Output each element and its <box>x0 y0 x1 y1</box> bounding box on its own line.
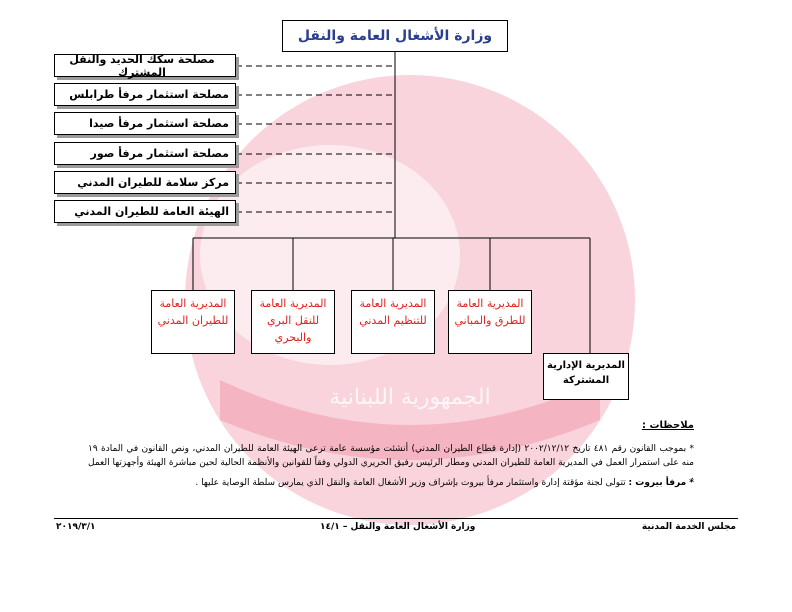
side-unit-label: الهيئة العامة للطيران المدني <box>74 205 229 218</box>
directorate-label: المديرية العامة للطيران المدني <box>157 297 229 327</box>
directorate-land-sea-transport: المديرية العامة للنقل البري والبحري <box>251 290 335 354</box>
side-unit-aviation-safety: مركز سلامة للطيران المدني <box>54 171 236 194</box>
ministry-title: وزارة الأشغال العامة والنقل <box>297 28 493 44</box>
side-unit-label: مصلحة استثمار مرفأ طرابلس <box>69 88 229 101</box>
note-beirut-port: * مرفأ بيروت : تتولى لجنة مؤقتة إدارة وا… <box>88 476 694 490</box>
directorate-label: المديرية الإدارية المشتركة <box>547 360 625 386</box>
directorate-joint-admin: المديرية الإدارية المشتركة <box>543 353 629 400</box>
notes-title: ملاحظات : <box>641 420 694 431</box>
side-unit-railways: مصلحة سكك الحديد والنقل المشترك <box>54 52 236 79</box>
watermark-text: الجمهورية اللبنانية <box>329 385 490 410</box>
note-beirut-port-label: * مرفأ بيروت : <box>628 478 694 488</box>
footer-council: مجلس الخدمة المدنية <box>641 522 736 532</box>
side-unit-saida-port: مصلحة استثمار مرفأ صيدا <box>54 112 236 135</box>
ministry-title-box: وزارة الأشغال العامة والنقل <box>282 20 508 52</box>
footer-date: ٢٠١٩/٣/١ <box>56 522 96 532</box>
side-unit-label: مصلحة استثمار مرفأ صيدا <box>89 117 229 130</box>
directorate-label: المديرية العامة للطرق والمباني <box>454 297 526 327</box>
directorate-urban-planning: المديرية العامة للتنظيم المدني <box>351 290 435 354</box>
note-beirut-port-text: تتولى لجنة مؤقتة إدارة واستثمار مرفأ بير… <box>195 478 626 488</box>
side-unit-civil-aviation-authority: الهيئة العامة للطيران المدني <box>54 200 236 223</box>
directorate-label: المديرية العامة للتنظيم المدني <box>359 297 427 327</box>
note-aviation-law: * بموجب القانون رقم ٤٨١ تاريخ ٢٠٠٢/١٢/١٢… <box>88 444 694 482</box>
side-unit-tripoli-port: مصلحة استثمار مرفأ طرابلس <box>54 83 236 106</box>
directorate-label: المديرية العامة للنقل البري والبحري <box>259 297 327 344</box>
side-unit-label: مصلحة استثمار مرفأ صور <box>90 147 229 160</box>
footer-page: وزارة الأشغال العامة والنقل – ١٤/١ <box>320 522 476 532</box>
footer-divider <box>54 518 738 519</box>
side-unit-label: مركز سلامة للطيران المدني <box>77 176 229 189</box>
side-unit-label: مصلحة سكك الحديد والنقل المشترك <box>69 52 215 79</box>
side-unit-tyre-port: مصلحة استثمار مرفأ صور <box>54 142 236 165</box>
directorate-roads-buildings: المديرية العامة للطرق والمباني <box>448 290 532 354</box>
directorate-civil-aviation: المديرية العامة للطيران المدني <box>151 290 235 354</box>
